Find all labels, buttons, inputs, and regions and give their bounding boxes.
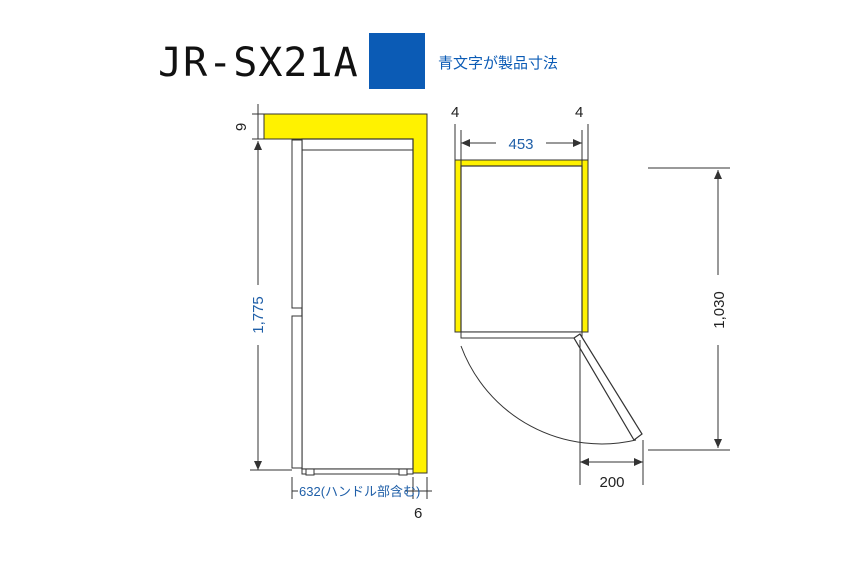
depth-label: 632(ハンドル部含む): [299, 484, 420, 499]
door-open-depth-label: 1,030: [711, 291, 728, 329]
right-clearance-label: 4: [575, 104, 583, 121]
height-label: 1,775: [250, 296, 267, 334]
model-title: JR-SX21A: [158, 40, 359, 86]
width-label: 453: [508, 136, 533, 153]
open-door: [573, 333, 643, 441]
left-clearance-label: 4: [451, 104, 459, 121]
fridge-top-body: [460, 165, 583, 333]
fridge-side-body: [301, 138, 414, 470]
legend-swatch: [369, 33, 425, 89]
top-view: 4 4 453 1,030 200: [451, 104, 730, 491]
upper-handle: [291, 139, 303, 309]
side-view: 9 1,775 632(ハンドル部含む) 6: [233, 104, 432, 522]
back-clearance-label: 6: [414, 505, 422, 522]
lower-handle: [291, 315, 303, 469]
door-swing-arc: [460, 345, 637, 445]
door-offset-label: 200: [599, 474, 624, 491]
legend-text: 青文字が製品寸法: [438, 54, 559, 72]
top-clearance-label: 9: [233, 123, 250, 131]
